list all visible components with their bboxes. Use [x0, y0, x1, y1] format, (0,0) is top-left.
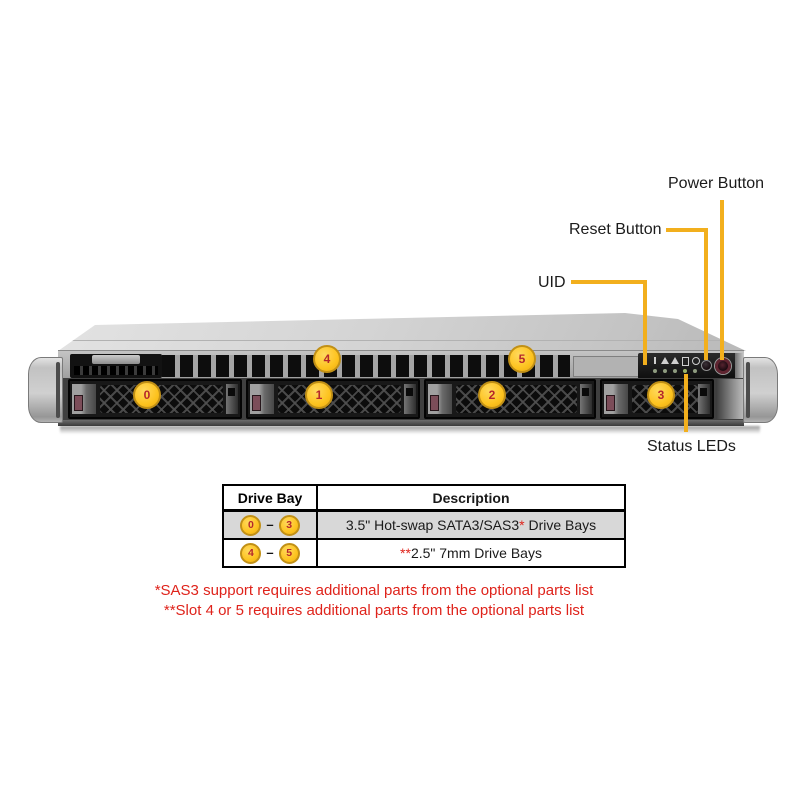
description-text: 3.5" Hot-swap SATA3/SAS3	[345, 517, 520, 533]
bay-range-start-badge: 0	[240, 514, 262, 536]
front-panel-vent-strip	[58, 350, 744, 382]
bay-2-callout: 2	[478, 381, 506, 409]
info-led-icon	[651, 357, 659, 365]
status-led-dot	[653, 369, 657, 373]
table-row: 0 – 3 3.5" Hot-swap SATA3/SAS3* Drive Ba…	[224, 512, 624, 540]
slot-4-callout: 4	[313, 345, 341, 373]
tray-vent-mesh	[100, 385, 223, 413]
server-front-view: 0 1 2 3 4 5	[28, 310, 780, 435]
fan-fail-led-icon	[671, 357, 679, 365]
bay-range-start-badge: 4	[240, 542, 262, 564]
table-header-row: Drive Bay Description	[224, 486, 624, 512]
uid-callout-line-vertical	[643, 280, 647, 365]
reset-callout-line-horizontal	[666, 228, 708, 232]
footnote-mark: **	[400, 545, 411, 561]
power-callout-line	[720, 200, 724, 360]
tray-rail	[698, 384, 710, 414]
latch-slider	[606, 395, 615, 411]
status-leds-label: Status LEDs	[647, 438, 736, 455]
description-column-header: Description	[432, 489, 510, 506]
uid-callout-line-horizontal	[571, 280, 647, 284]
tray-latch	[428, 384, 452, 414]
bay-range-end-badge: 3	[278, 514, 300, 536]
slot-5-callout: 5	[508, 345, 536, 373]
bay-1-callout: 1	[305, 381, 333, 409]
latch-slider	[252, 395, 261, 411]
hdd-led-icon	[681, 357, 689, 366]
footnote-mark: *	[519, 517, 525, 533]
uid-label: UID	[538, 274, 566, 291]
status-led-dot	[683, 369, 687, 373]
vent-slots	[162, 355, 570, 377]
drive-bay-column-header: Drive Bay	[224, 486, 318, 509]
description-text: Drive Bays	[524, 517, 597, 533]
chassis-corner-cap	[735, 353, 744, 379]
tray-vent-mesh	[278, 385, 401, 413]
footnote-slot45: **Slot 4 or 5 requires additional parts …	[163, 602, 585, 619]
chassis-top-cover	[58, 313, 746, 351]
chassis-shadow	[60, 426, 760, 434]
tray-latch	[604, 384, 628, 414]
top-cover-seam	[68, 340, 728, 341]
power-button	[715, 358, 731, 374]
blank-label-plate	[573, 356, 639, 377]
status-led-dot	[693, 369, 697, 373]
footnotes: *SAS3 support requires additional parts …	[0, 581, 748, 621]
tray-vent-mesh	[456, 385, 577, 413]
tray-rail	[404, 384, 416, 414]
tray-rail	[226, 384, 238, 414]
bay-0-callout: 0	[133, 381, 161, 409]
footnote-sas3: *SAS3 support requires additional parts …	[154, 582, 594, 599]
rack-ear-right	[743, 357, 778, 423]
tray-rail	[580, 384, 592, 414]
status-leds-callout-line	[684, 374, 688, 432]
reset-button-label: Reset Button	[569, 221, 662, 238]
network-led-icon	[691, 357, 700, 365]
table-row: 4 – 5 **2.5" 7mm Drive Bays	[224, 540, 624, 566]
latch-slider	[74, 395, 83, 411]
reset-callout-line-vertical	[704, 228, 708, 360]
chassis-right-panel	[716, 379, 743, 419]
range-dash: –	[266, 544, 274, 560]
latch-slider	[430, 395, 439, 411]
bay-range-end-badge: 5	[278, 542, 300, 564]
drive-tray-2	[424, 379, 596, 419]
drive-bay-row	[58, 378, 744, 420]
reset-button	[701, 360, 712, 371]
service-tag-pull-tab	[92, 355, 140, 364]
description-cell: **2.5" 7mm Drive Bays	[318, 545, 624, 561]
tray-latch	[250, 384, 274, 414]
rack-ear-left	[28, 357, 63, 423]
description-text: 2.5" 7mm Drive Bays	[410, 545, 542, 561]
drive-bay-table: Drive Bay Description 0 – 3 3.5" Hot-swa…	[222, 484, 626, 568]
chassis-bottom-edge	[58, 420, 744, 426]
status-led-dot	[673, 369, 677, 373]
tray-latch	[72, 384, 96, 414]
drive-tray-1	[246, 379, 420, 419]
status-led-dot	[663, 369, 667, 373]
bay-3-callout: 3	[647, 381, 675, 409]
small-vent-slots	[74, 366, 158, 375]
service-tag-area	[70, 354, 162, 378]
control-panel	[638, 353, 744, 379]
range-dash: –	[266, 516, 274, 532]
description-cell: 3.5" Hot-swap SATA3/SAS3* Drive Bays	[318, 517, 624, 533]
overheat-led-icon	[661, 357, 669, 365]
power-button-label: Power Button	[668, 175, 765, 192]
